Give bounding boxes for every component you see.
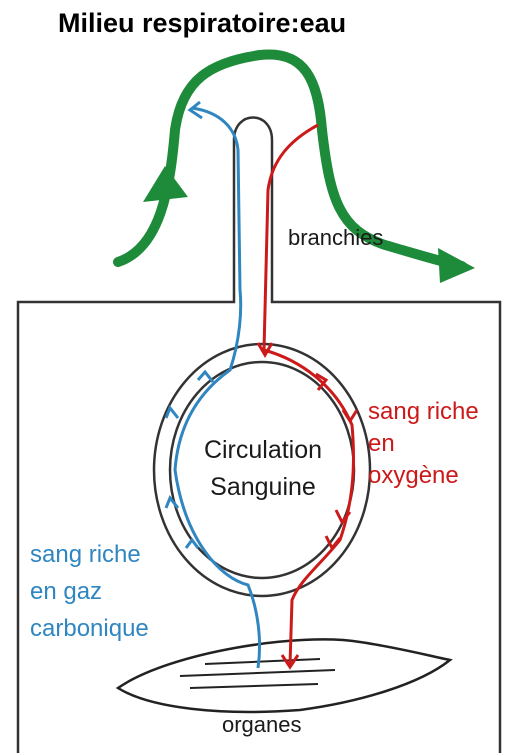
oxygen-rich-line1: sang riche [368,398,479,425]
gills-label: branchies [288,225,384,250]
organ-line [189,683,319,689]
organs-label: organes [222,712,302,737]
co2-arrowhead [184,537,200,549]
circulation-label-line1: Circulation [203,436,323,464]
co2-arrowhead [187,100,203,120]
circulation-label: Circulation Sanguine [178,432,348,506]
diagram-title: Milieu respiratoire:eau [58,8,347,38]
oxygen-arrowhead [280,654,300,670]
oxygen-rich-line2: en [368,430,395,457]
co2-rich-line3: carbonique [30,615,149,642]
water-flow-arrowhead-left [143,166,188,202]
oxygen-rich-label: sang riche en oxygène [368,396,479,492]
co2-rich-line1: sang riche [30,541,141,568]
circulation-ring-outer [152,342,372,598]
co2-arrowhead [164,495,180,509]
body-outline [16,116,502,753]
co2-arrowhead [164,405,180,419]
oxygen-arrowhead [341,409,359,424]
co2-rich-label: sang riche en gaz carbonique [30,536,149,647]
circulation-label-line2: Sanguine [210,473,316,501]
organ-line [204,658,321,665]
co2-blood-path [173,106,261,669]
organ-line [179,669,336,677]
organ-shape [115,638,453,714]
oxygen-rich-line3: oxygène [368,462,459,489]
co2-arrowhead [196,369,215,383]
co2-rich-line2: en gaz [30,578,103,605]
water-flow-arrowhead-right [438,248,475,283]
oxygen-arrowhead [315,372,329,391]
oxygen-blood-path [262,123,355,666]
oxygen-arrowhead [324,535,342,551]
oxygen-arrowhead [334,509,352,525]
oxygen-arrowhead [256,342,274,358]
water-flow-arrow [113,49,467,271]
